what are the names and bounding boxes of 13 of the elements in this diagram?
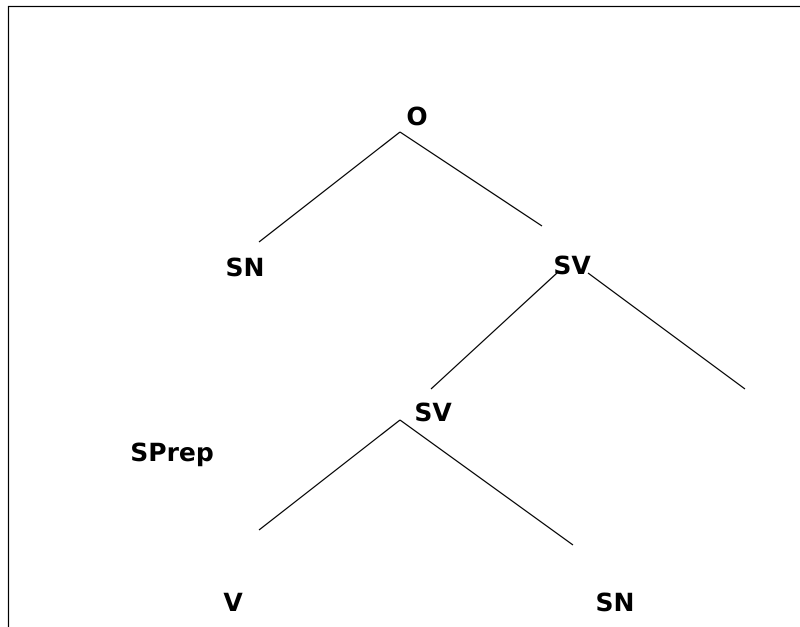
tree-node-label: SV (414, 399, 452, 427)
tree-branch (588, 272, 746, 390)
tree-branch (400, 420, 574, 546)
tree-branch (258, 132, 400, 242)
tree-node-label: O (406, 103, 428, 131)
tree-node-label: V (223, 589, 243, 617)
tree-branch (258, 420, 400, 530)
tree-node-label: SN (226, 254, 264, 282)
tree-node-label: SV (553, 252, 591, 280)
tree-branch (400, 132, 542, 226)
phrase-label: SPrep (130, 439, 214, 467)
tree-node-label: SN (596, 589, 634, 617)
tree-branch (430, 272, 558, 390)
